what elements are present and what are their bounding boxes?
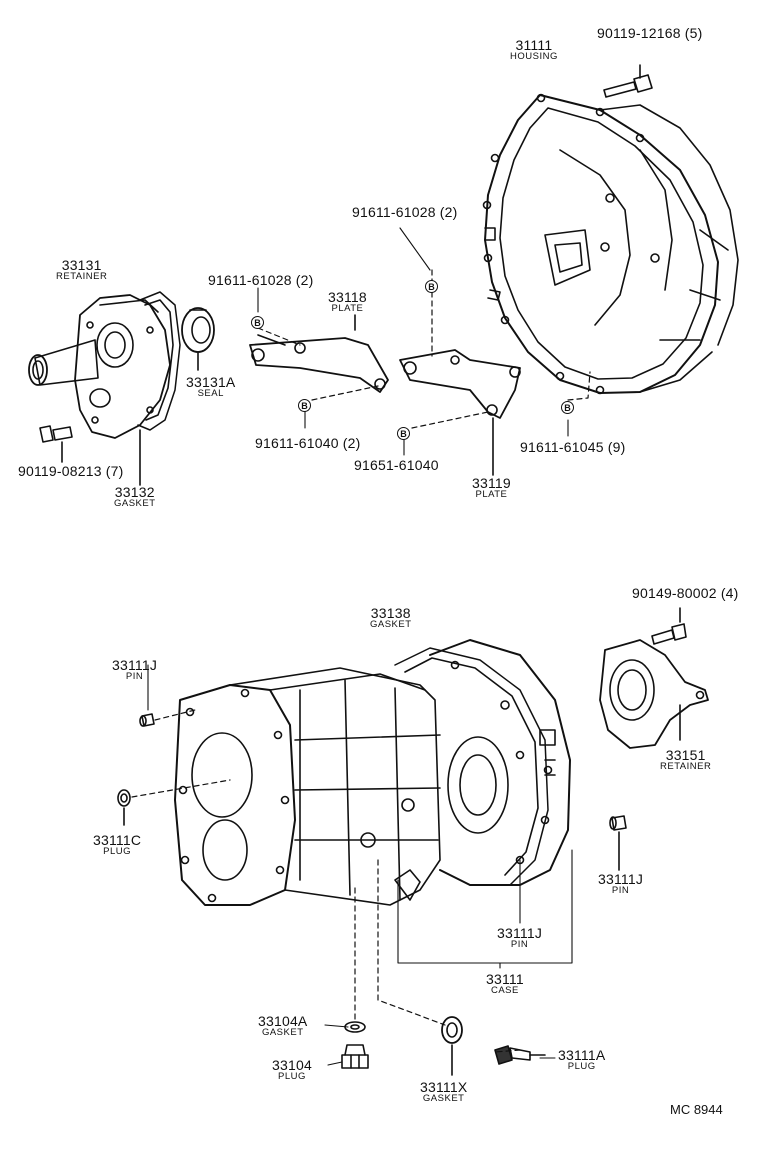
label-33104-plug: 33104 PLUG [272,1058,312,1082]
part-number: 33111X [420,1079,468,1095]
part-name: PLUG [103,846,132,857]
label-91611-61040: 91611-61040 (2) [255,436,360,452]
label-33119-plate: 33119 PLATE [472,476,511,500]
part-number: 91611-61028 (2) [352,204,458,220]
part-name: PLATE [475,489,508,500]
bolt-90119-08213-drawing [39,425,73,463]
bolt-marker-left-bottom: B [298,399,311,412]
part-name: GASKET [261,1027,304,1038]
plug-33111C-drawing [117,789,131,826]
part-name: GASKET [114,498,156,509]
leader-lines-top-solid [257,227,569,456]
part-number: 33118 [328,289,367,305]
part-name: CASE [490,985,519,996]
label-33138-gasket: 33138 GASKET [370,606,412,630]
retainer-33131-drawing [28,294,171,439]
bolt-90119-12168-drawing [603,64,653,98]
part-number: 33151 [665,747,706,763]
gasket-33111X-drawing [441,1016,463,1076]
part-name: RETAINER [660,761,712,772]
figure-code: MC 8944 [670,1102,723,1117]
part-name: PLUG [278,1071,306,1082]
gasket-33132-drawing [137,291,181,486]
part-name: PIN [611,885,630,896]
part-name: PIN [125,671,144,682]
part-number: 31111 [515,37,553,53]
part-name: SEAL [197,388,224,399]
part-number: 33111 [486,971,524,987]
leader-lines-top [257,269,591,429]
label-33131A-seal: 33131A SEAL [186,375,235,399]
transmission-case-drawing [174,639,571,906]
pin-33111J-right-drawing [609,815,627,871]
label-33151-retainer: 33151 RETAINER [660,748,711,772]
label-33111A-plug: 33111A PLUG [558,1048,605,1072]
label-90149-80002: 90149-80002 (4) [632,586,739,602]
part-number: 33132 [114,484,155,500]
pin-33111J-left-drawing [139,713,155,727]
part-number: 33131 [61,257,102,273]
label-91611-61045: 91611-61045 (9) [520,440,625,456]
label-33111-case: 33111 CASE [486,972,524,996]
label-33131-retainer: 33131 RETAINER [56,258,107,282]
bolt-90149-80002-drawing [651,607,687,645]
label-33111J-pin-left: 33111J PIN [112,658,157,682]
part-number: 33119 [472,475,511,491]
part-name: PIN [510,939,529,950]
label-33111C-plug: 33111C PLUG [93,833,141,857]
leader-lines-bottom [131,709,521,1053]
part-number: 33104A [258,1013,308,1029]
part-number: 33111A [558,1047,606,1063]
part-number: 33111J [598,871,644,887]
part-name: HOUSING [510,51,558,62]
retainer-33151-drawing [599,639,709,749]
housing-drawing [482,93,739,395]
label-31111-housing: 31111 HOUSING [510,38,558,62]
plate-33119-drawing [399,349,521,476]
part-number: 91611-61028 (2) [208,272,314,288]
label-33132-gasket: 33132 GASKET [114,485,156,509]
part-number: 90119-12168 (5) [597,25,703,41]
part-name: PLATE [331,303,364,314]
label-91651-61040: 91651-61040 [354,458,439,474]
plug-33111A-drawing [494,1045,546,1065]
part-number: 33111J [112,657,158,673]
part-name: GASKET [422,1093,465,1104]
part-number: 33111J [497,925,543,941]
bolt-marker-right: B [561,401,574,414]
part-name: RETAINER [56,271,108,282]
part-number: 91611-61045 (9) [520,439,626,455]
plate-33118-drawing [249,314,389,393]
bolt-marker-left-top: B [251,316,264,329]
part-name: GASKET [370,619,412,630]
label-33104A-gasket: 33104A GASKET [258,1014,307,1038]
part-number: 33131A [186,374,236,390]
part-number: 91651-61040 [354,457,439,473]
label-90119-12168: 90119-12168 (5) [597,26,702,42]
part-number: 91611-61040 (2) [255,435,361,451]
part-number: 90149-80002 (4) [632,585,739,601]
seal-33131A-drawing [181,307,215,371]
label-33118-plate: 33118 PLATE [328,290,367,314]
part-number: 33111C [93,832,142,848]
label-91611-61028-left: 91611-61028 (2) [208,273,313,289]
part-name: PLUG [567,1061,596,1072]
part-number: 33104 [272,1057,312,1073]
label-90119-08213: 90119-08213 (7) [18,464,123,480]
label-91611-61028-right: 91611-61028 (2) [352,205,457,221]
bolt-marker-center-bottom: B [397,427,410,440]
leader-lines-bottom-solid [147,664,573,1066]
label-33111J-pin-mid: 33111J PIN [497,926,542,950]
bolt-marker-center-top: B [425,280,438,293]
label-33111J-pin-right: 33111J PIN [598,872,643,896]
plug-33104-drawing [341,1044,369,1069]
part-number: 90119-08213 (7) [18,463,124,479]
part-number: 33138 [370,605,411,621]
label-33111X-gasket: 33111X GASKET [420,1080,467,1104]
